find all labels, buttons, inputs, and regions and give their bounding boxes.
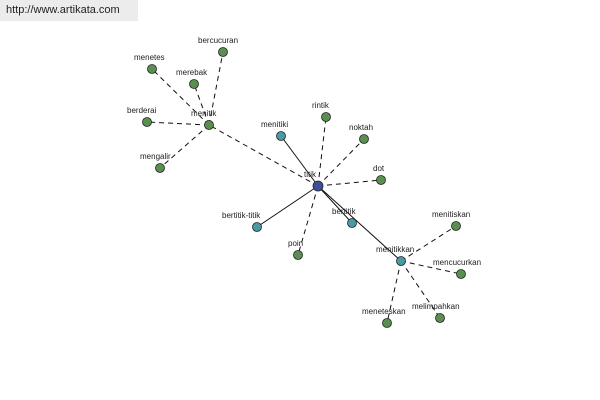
node-label-bercucuran[interactable]: bercucuran: [198, 36, 238, 45]
edge-titik-dot: [317, 179, 382, 187]
node-label-melimpahkan[interactable]: melimpahkan: [412, 302, 460, 311]
node-label-bertitik-titik[interactable]: bertitik-titik: [222, 211, 261, 220]
node-dot-menitikkan[interactable]: [396, 256, 406, 266]
node-titik[interactable]: titik: [304, 170, 324, 192]
node-meneteskan[interactable]: meneteskan: [362, 307, 406, 328]
node-dot-dot[interactable]: [376, 175, 386, 185]
node-label-menetes[interactable]: menetes: [134, 53, 165, 62]
node-menetes[interactable]: menetes: [134, 53, 165, 74]
edge-titik-menitiki: [280, 135, 319, 187]
node-dot-menetes[interactable]: [147, 64, 157, 74]
node-bercucuran[interactable]: bercucuran: [198, 36, 238, 57]
node-label-merebak[interactable]: merebak: [176, 68, 208, 77]
node-label-meneteskan[interactable]: meneteskan: [362, 307, 406, 316]
node-label-menitikkan[interactable]: menitikkan: [376, 245, 414, 254]
node-dot-menitiki[interactable]: [276, 131, 286, 141]
node-mengalir[interactable]: mengalir: [140, 152, 171, 173]
node-noktah[interactable]: noktah: [349, 123, 373, 144]
edge-titik-poin: [297, 185, 319, 256]
site-watermark: http://www.artikata.com: [0, 0, 138, 21]
node-label-menitik[interactable]: menitik: [191, 109, 217, 118]
node-label-poin[interactable]: poin: [288, 239, 303, 248]
node-menitikkan[interactable]: menitikkan: [376, 245, 414, 266]
node-label-noktah[interactable]: noktah: [349, 123, 373, 132]
node-menitiskan[interactable]: menitiskan: [432, 210, 470, 231]
edge-menitik-bercucuran: [208, 51, 224, 126]
edge-menitik-berderai: [146, 121, 210, 126]
edges-layer: [146, 51, 462, 324]
node-menitik[interactable]: menitik: [191, 109, 217, 130]
node-berderai[interactable]: berderai: [127, 106, 157, 127]
node-mencucurkan[interactable]: mencucurkan: [433, 258, 481, 279]
node-rintik[interactable]: rintik: [312, 101, 331, 122]
node-label-bertitik[interactable]: bertitik: [332, 207, 357, 216]
node-bertitik-titik[interactable]: bertitik-titik: [222, 211, 262, 232]
node-dot-titik[interactable]: [312, 180, 324, 192]
node-label-menitiskan[interactable]: menitiskan: [432, 210, 470, 219]
node-dot-noktah[interactable]: [359, 134, 369, 144]
node-label-titik[interactable]: titik: [304, 170, 317, 179]
edge-titik-menitik: [208, 124, 319, 187]
edge-titik-bertitik: [317, 185, 353, 224]
nodes-layer: titik menitik menitiki bertitik-titik bertit…: [127, 36, 481, 328]
node-dot-poin[interactable]: [293, 250, 303, 260]
node-dot-mencucurkan[interactable]: [456, 269, 466, 279]
edge-menitik-merebak: [193, 83, 210, 126]
edge-titik-menitikkan: [317, 185, 402, 262]
edge-titik-rintik: [317, 116, 327, 187]
node-dot-menitiskan[interactable]: [451, 221, 461, 231]
edge-titik-bertitik-titik: [256, 185, 319, 228]
node-dot-mengalir[interactable]: [155, 163, 165, 173]
node-label-rintik[interactable]: rintik: [312, 101, 330, 110]
edge-menitikkan-melimpahkan: [400, 260, 441, 319]
node-dot-merebak[interactable]: [189, 79, 199, 89]
node-menitiki[interactable]: menitiki: [261, 120, 288, 141]
node-dot-rintik[interactable]: [321, 112, 331, 122]
edge-titik-noktah: [317, 138, 365, 187]
node-poin[interactable]: poin: [288, 239, 303, 260]
node-dot-bercucuran[interactable]: [218, 47, 228, 57]
node-merebak[interactable]: merebak: [176, 68, 208, 89]
node-label-mencucurkan[interactable]: mencucurkan: [433, 258, 481, 267]
node-dot-melimpahkan[interactable]: [435, 313, 445, 323]
edge-menitik-mengalir: [159, 124, 210, 169]
node-label-dot[interactable]: dot: [373, 164, 385, 173]
node-label-mengalir[interactable]: mengalir: [140, 152, 171, 161]
node-dot-berderai[interactable]: [142, 117, 152, 127]
edge-menitikkan-menitiskan: [400, 225, 457, 262]
node-bertitik[interactable]: bertitik: [332, 207, 357, 228]
node-label-menitiki[interactable]: menitiki: [261, 120, 288, 129]
edge-menitikkan-mencucurkan: [400, 260, 462, 275]
node-melimpahkan[interactable]: melimpahkan: [412, 302, 460, 323]
edge-menitik-menetes: [151, 68, 210, 126]
node-dot-bertitik[interactable]: [347, 218, 357, 228]
edge-menitikkan-meneteskan: [386, 260, 402, 324]
node-label-berderai[interactable]: berderai: [127, 106, 157, 115]
node-dot[interactable]: dot: [373, 164, 386, 185]
node-dot-bertitik-titik[interactable]: [252, 222, 262, 232]
node-dot-menitik[interactable]: [204, 120, 214, 130]
node-dot-meneteskan[interactable]: [382, 318, 392, 328]
